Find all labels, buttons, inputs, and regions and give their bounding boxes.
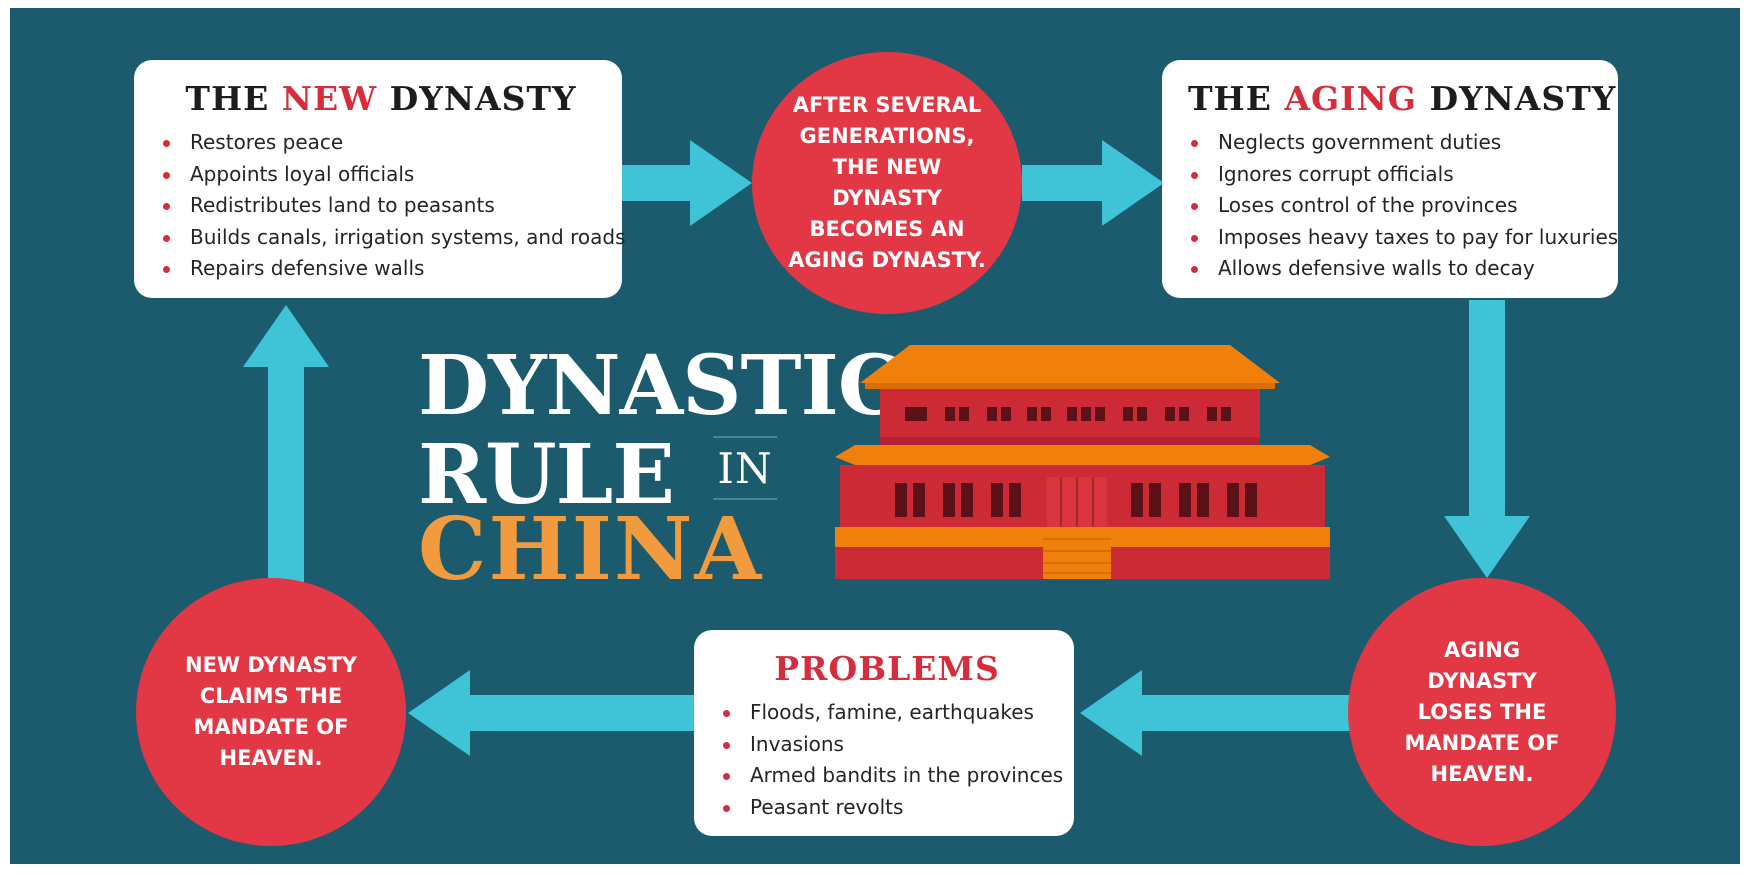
list-item: Restores peace xyxy=(160,127,602,159)
list-item: Redistributes land to peasants xyxy=(160,190,602,222)
claims-mandate-circle: NEW DYNASTY CLAIMS THE MANDATE OF HEAVEN… xyxy=(136,578,406,846)
title-in: IN xyxy=(713,436,777,500)
list-item: Loses control of the provinces xyxy=(1188,190,1598,222)
new-dynasty-list: Restores peace Appoints loyal officials … xyxy=(160,127,626,285)
loses-mandate-circle: AGING DYNASTY LOSES THE MANDATE OF HEAVE… xyxy=(1348,578,1616,846)
arrow-loses-to-problems xyxy=(1080,670,1350,756)
list-item: Repairs defensive walls xyxy=(160,253,602,285)
aging-dynasty-title: THE AGING DYNASTY xyxy=(1188,79,1617,118)
title-rule: RULE xyxy=(418,427,675,523)
new-dynasty-box: THE NEW DYNASTY Restores peace Appoints … xyxy=(134,60,626,298)
list-item: Ignores corrupt officials xyxy=(1188,159,1598,191)
problems-list: Floods, famine, earthquakes Invasions Ar… xyxy=(720,697,1063,824)
list-item: Invasions xyxy=(720,729,1054,761)
aging-dynasty-box: THE AGING DYNASTY Neglects government du… xyxy=(1162,60,1618,298)
problems-box: PROBLEMS Floods, famine, earthquakes Inv… xyxy=(694,630,1074,836)
arrow-generations-to-aging xyxy=(1022,140,1164,226)
list-item: Allows defensive walls to decay xyxy=(1188,253,1598,285)
arrow-aging-down xyxy=(1444,300,1530,578)
problems-title: PROBLEMS xyxy=(774,649,1000,688)
list-item: Floods, famine, earthquakes xyxy=(720,697,1054,729)
list-item: Builds canals, irrigation systems, and r… xyxy=(160,222,626,254)
claims-mandate-text: NEW DYNASTY CLAIMS THE MANDATE OF HEAVEN… xyxy=(185,653,357,770)
aging-dynasty-list: Neglects government duties Ignores corru… xyxy=(1188,127,1618,285)
new-dynasty-title: THE NEW DYNASTY xyxy=(185,79,577,118)
list-item: Appoints loyal officials xyxy=(160,159,602,191)
list-item: Imposes heavy taxes to pay for luxuries xyxy=(1188,222,1618,254)
list-item: Armed bandits in the provinces xyxy=(720,760,1063,792)
title-china: CHINA xyxy=(418,499,764,600)
loses-mandate-text: AGING DYNASTY LOSES THE MANDATE OF HEAVE… xyxy=(1404,637,1560,786)
list-item: Neglects government duties xyxy=(1188,127,1598,159)
arrow-problems-to-claims xyxy=(408,670,698,756)
arrow-new-to-generations xyxy=(620,140,752,226)
generations-text: AFTER SEVERAL GENERATIONS, THE NEW DYNAS… xyxy=(788,93,986,272)
title-dynastic: DYNASTIC xyxy=(418,338,903,434)
chinese-palace-icon xyxy=(835,345,1330,579)
arrow-claims-up xyxy=(243,305,329,585)
generations-circle: AFTER SEVERAL GENERATIONS, THE NEW DYNAS… xyxy=(752,52,1022,314)
list-item: Peasant revolts xyxy=(720,792,1054,824)
